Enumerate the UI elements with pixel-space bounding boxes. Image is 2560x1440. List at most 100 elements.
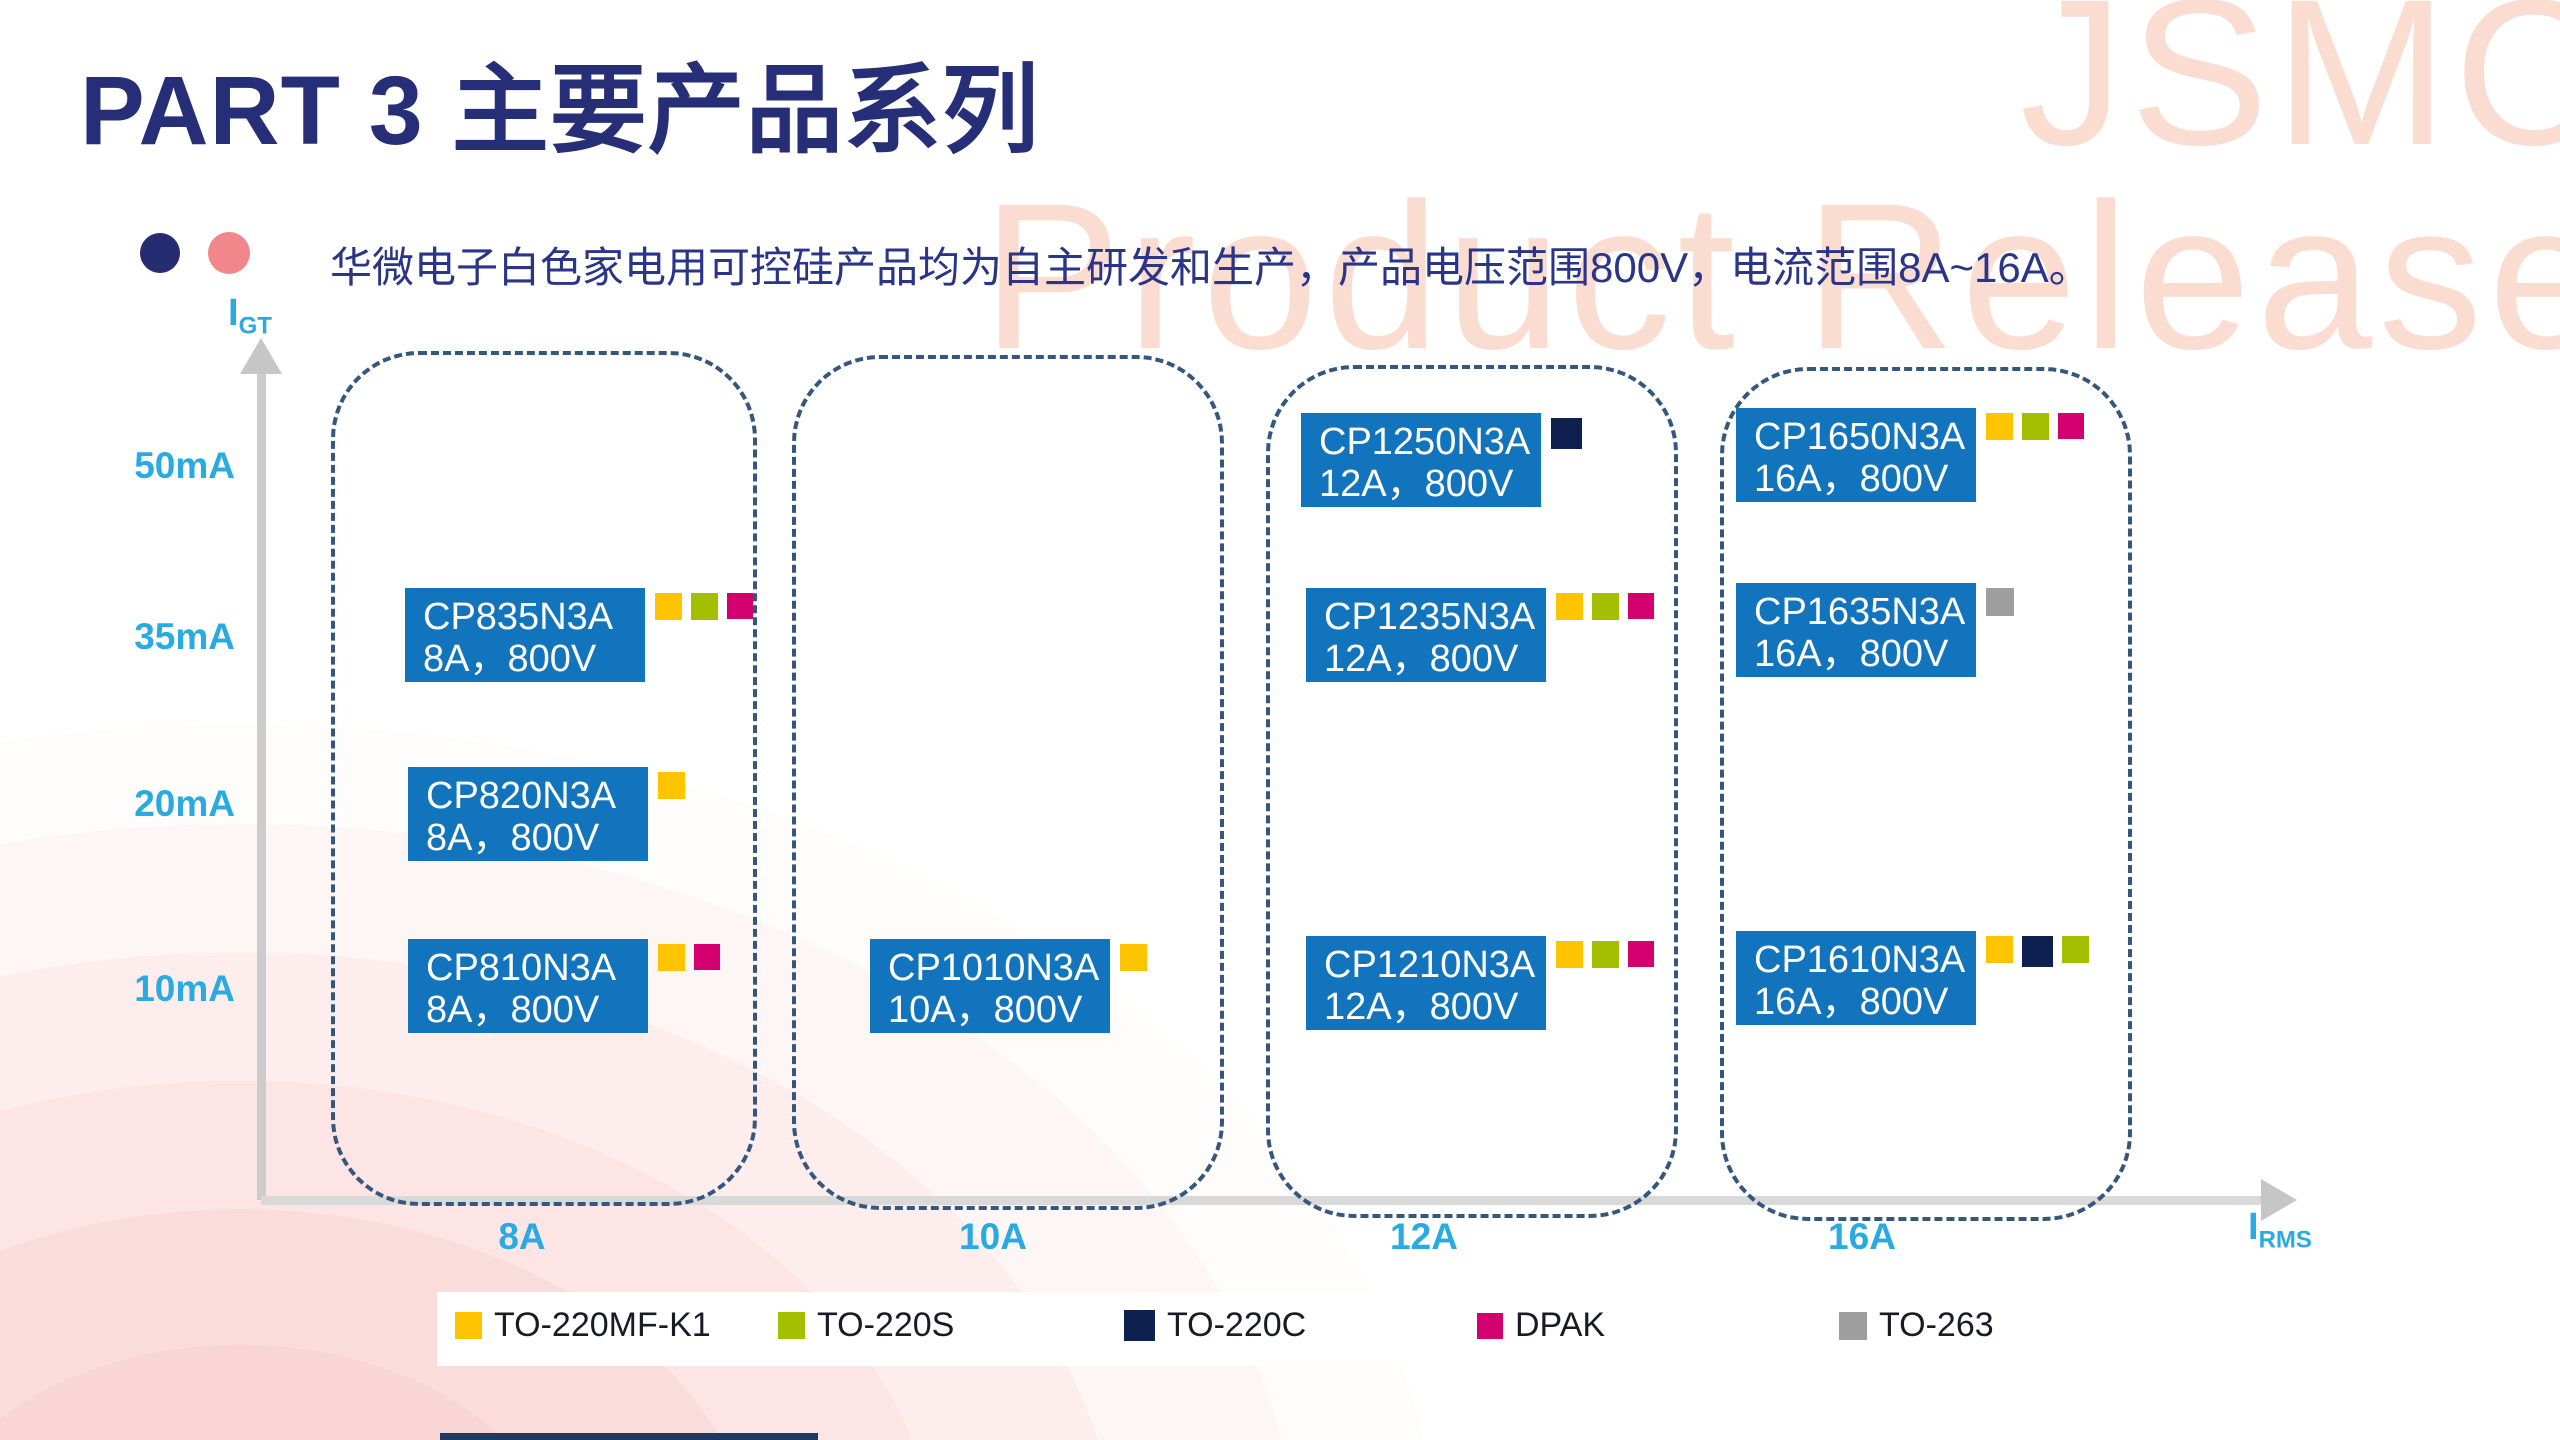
product-name: CP1635N3A [1754, 591, 1966, 633]
package-square-to-220mf-k1 [658, 944, 685, 971]
product-cp1250n3a: CP1250N3A 12A，800V [1301, 413, 1582, 507]
product-cp1210n3a: CP1210N3A 12A，800V [1306, 936, 1654, 1030]
legend-label: TO-220MF-K1 [494, 1306, 711, 1344]
product-spec: 16A，800V [1754, 981, 1949, 1023]
package-square-to-263 [1986, 588, 2014, 616]
x-axis-line [261, 1196, 2263, 1205]
product-cp835n3a: CP835N3A 8A，800V [405, 588, 753, 682]
product-name: CP820N3A [426, 775, 617, 817]
y-tick-35ma: 35mA [134, 616, 235, 657]
package-squares [1986, 936, 2089, 967]
legend-label: TO-220S [817, 1306, 955, 1344]
legend-label: TO-263 [1879, 1306, 1994, 1344]
package-square-to-220mf-k1 [658, 772, 685, 799]
y-axis-title: IGT [228, 292, 272, 340]
product-name: CP835N3A [423, 596, 614, 638]
package-square-to-220mf-k1 [1120, 944, 1147, 971]
legend-label: DPAK [1515, 1306, 1606, 1344]
product-box: CP1210N3A 12A，800V [1306, 936, 1546, 1030]
legend-label: TO-220C [1167, 1306, 1307, 1344]
subtitle-text: 华微电子白色家电用可控硅产品均为自主研发和生产，产品电压范围800V，电流范围8… [330, 244, 2091, 291]
product-box: CP1635N3A 16A，800V [1736, 583, 1976, 677]
package-square-dpak [2058, 413, 2084, 439]
legend-item-dpak: DPAK [1477, 1306, 1605, 1345]
legend-square [1839, 1311, 1867, 1340]
product-spec: 8A，800V [426, 989, 600, 1031]
bottom-accent-bar [440, 1433, 818, 1440]
product-spec: 12A，800V [1324, 638, 1519, 680]
legend-item-to-263: TO-263 [1839, 1306, 1994, 1345]
x-tick-16a: 16A [1828, 1216, 1896, 1257]
package-square-to-220c [2022, 936, 2053, 967]
product-spec: 8A，800V [423, 638, 597, 680]
legend-square [1124, 1310, 1155, 1341]
package-square-to-220s [778, 1312, 805, 1339]
x-axis-arrowhead-icon [2261, 1179, 2297, 1221]
package-square-to-220s [1592, 593, 1619, 620]
product-box: CP810N3A 8A，800V [408, 939, 648, 1033]
y-tick-50ma: 50mA [134, 445, 235, 486]
product-box: CP820N3A 8A，800V [408, 767, 648, 861]
package-square-to-220mf-k1 [1986, 413, 2013, 440]
package-square-to-220mf-k1 [1556, 941, 1583, 968]
x-axis-title: IRMS [2248, 1206, 2312, 1254]
legend-bar [437, 1292, 2062, 1366]
product-spec: 16A，800V [1754, 633, 1949, 675]
package-square-to-220mf-k1 [655, 593, 682, 620]
package-squares [1986, 588, 2014, 616]
watermark-line2: Product Release [982, 160, 2560, 393]
package-square-to-263 [1839, 1311, 1867, 1340]
legend-square [778, 1312, 805, 1339]
package-square-dpak [727, 593, 753, 619]
page-title: PART 3 主要产品系列 [80, 56, 1040, 165]
legend-square [455, 1312, 482, 1339]
x-tick-12a: 12A [1390, 1216, 1458, 1257]
product-name: CP1235N3A [1324, 596, 1536, 638]
product-cp820n3a: CP820N3A 8A，800V [408, 767, 685, 861]
navy-bullet-dot [140, 233, 180, 273]
watermark: JSMC Product Release [982, 0, 2560, 381]
product-spec: 12A，800V [1319, 463, 1514, 505]
package-square-to-220s [1592, 941, 1619, 968]
product-box: CP1235N3A 12A，800V [1306, 588, 1546, 682]
product-name: CP1650N3A [1754, 416, 1966, 458]
group-column-16a [1720, 367, 2132, 1221]
legend-square [1477, 1312, 1503, 1339]
watermark-line1: JSMC [2019, 0, 2560, 189]
y-tick-10ma: 10mA [134, 968, 235, 1009]
package-squares [658, 772, 685, 799]
x-tick-8a: 8A [498, 1216, 546, 1257]
product-cp1010n3a: CP1010N3A 10A，800V [870, 939, 1147, 1033]
package-square-dpak [1628, 941, 1654, 967]
package-squares [655, 593, 753, 620]
package-square-to-220s [691, 593, 718, 620]
product-name: CP1210N3A [1324, 944, 1536, 986]
legend-item-to-220mf-k1: TO-220MF-K1 [455, 1306, 711, 1345]
product-cp1235n3a: CP1235N3A 12A，800V [1306, 588, 1654, 682]
package-squares [1120, 944, 1147, 971]
package-square-to-220s [2022, 413, 2049, 440]
legend-item-to-220c: TO-220C [1124, 1306, 1306, 1345]
group-column-12a [1266, 365, 1678, 1218]
product-cp1650n3a: CP1650N3A 16A，800V [1736, 408, 2084, 502]
product-spec: 8A，800V [426, 817, 600, 859]
product-box: CP835N3A 8A，800V [405, 588, 645, 682]
product-cp1635n3a: CP1635N3A 16A，800V [1736, 583, 2014, 677]
product-name: CP1010N3A [888, 947, 1100, 989]
package-squares [1556, 593, 1654, 620]
package-square-to-220c [1124, 1310, 1155, 1341]
package-squares [1556, 941, 1654, 968]
legend-item-to-220s: TO-220S [778, 1306, 954, 1345]
product-box: CP1010N3A 10A，800V [870, 939, 1110, 1033]
product-spec: 16A，800V [1754, 458, 1949, 500]
package-square-dpak [1628, 593, 1654, 619]
package-square-dpak [694, 944, 720, 970]
x-tick-10a: 10A [959, 1216, 1027, 1257]
package-square-to-220s [2062, 936, 2089, 963]
pink-bullet-dot [208, 232, 250, 274]
product-name: CP1250N3A [1319, 421, 1531, 463]
product-box: CP1650N3A 16A，800V [1736, 408, 1976, 502]
package-squares [1986, 413, 2084, 440]
package-square-dpak [1477, 1312, 1503, 1339]
